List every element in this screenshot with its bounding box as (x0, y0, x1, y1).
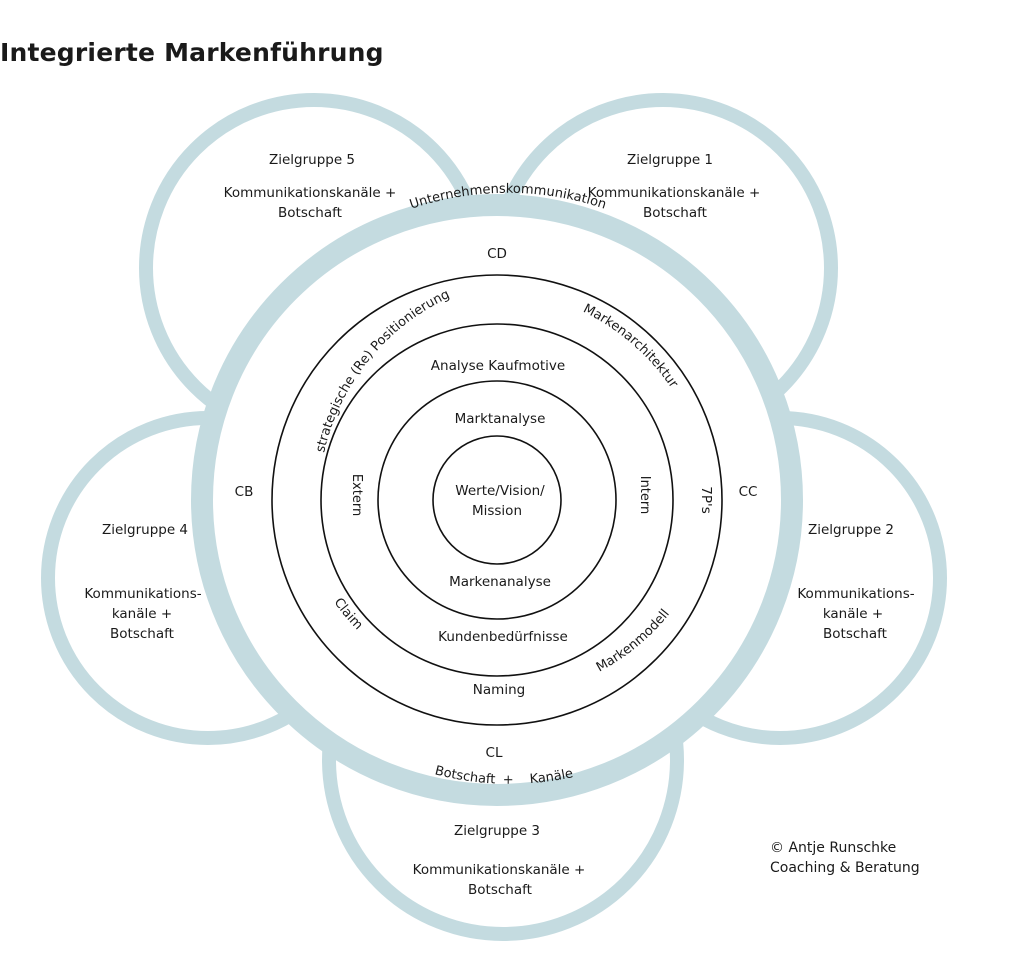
group-5-line2: Botschaft (278, 205, 342, 221)
group-zielgruppe-4: Zielgruppe 4 Kommunikations- kanäle + Bo… (84, 522, 201, 642)
group-5-name: Zielgruppe 5 (269, 152, 355, 168)
group-1-line2: Botschaft (643, 205, 707, 221)
ring1-label-market-analysis: Marktanalyse (455, 411, 546, 427)
label-cc: CC (739, 484, 758, 500)
ring2-label-intern: Intern (637, 476, 652, 515)
ring3-label-naming: Naming (473, 682, 525, 698)
ring1-label-brand-analysis: Markenanalyse (449, 574, 551, 590)
group-zielgruppe-2: Zielgruppe 2 Kommunikations- kanäle + Bo… (797, 522, 914, 642)
group-4-line1: Kommunikations- (84, 586, 201, 602)
page-title: Integrierte Markenführung (0, 38, 384, 67)
band-label-bottom-plus: + (503, 773, 514, 788)
ring-analysis-motives (320, 323, 674, 677)
label-cd: CD (487, 246, 507, 262)
group-1-line1: Kommunikationskanäle + (588, 185, 761, 201)
copyright-line-1: © Antje Runschke (770, 840, 897, 856)
ring-strategy (271, 274, 723, 726)
group-2-line1: Kommunikations- (797, 586, 914, 602)
ring2-label-extern: Extern (349, 474, 364, 516)
label-cl: CL (486, 745, 503, 761)
communication-band (191, 194, 803, 806)
band-label-bottom-right: Kanäle (529, 766, 574, 787)
group-3-line1: Kommunikationskanäle + (413, 862, 586, 878)
group-zielgruppe-1: Zielgruppe 1 Kommunikationskanäle + Bots… (588, 152, 761, 221)
group-2-line2: kanäle + (823, 606, 883, 622)
group-3-name: Zielgruppe 3 (454, 823, 540, 839)
ring-market-analysis (377, 380, 617, 620)
group-2-name: Zielgruppe 2 (808, 522, 894, 538)
copyright-note: © Antje Runschke Coaching & Beratung (770, 838, 920, 878)
label-cb: CB (235, 484, 254, 500)
group-1-name: Zielgruppe 1 (627, 152, 713, 168)
group-zielgruppe-5: Zielgruppe 5 Kommunikationskanäle + Bots… (224, 152, 397, 221)
ring-core-values (432, 435, 562, 565)
group-3-line2: Botschaft (468, 882, 532, 898)
ring2-label-motives: Analyse Kaufmotive (431, 358, 565, 374)
ring2-label-customer-needs: Kundenbedürfnisse (438, 629, 568, 645)
group-4-name: Zielgruppe 4 (102, 522, 188, 538)
group-4-line3: Botschaft (110, 626, 174, 642)
core-label-line2: Mission (472, 503, 522, 519)
group-4-line2: kanäle + (112, 606, 172, 622)
group-zielgruppe-3: Zielgruppe 3 Kommunikationskanäle + Bots… (413, 823, 586, 898)
ring3-label-7ps: 7P's (698, 486, 714, 513)
core-label-line1: Werte/Vision/ (455, 483, 545, 499)
copyright-line-2: Coaching & Beratung (770, 860, 920, 876)
group-5-line1: Kommunikationskanäle + (224, 185, 397, 201)
group-2-line3: Botschaft (823, 626, 887, 642)
